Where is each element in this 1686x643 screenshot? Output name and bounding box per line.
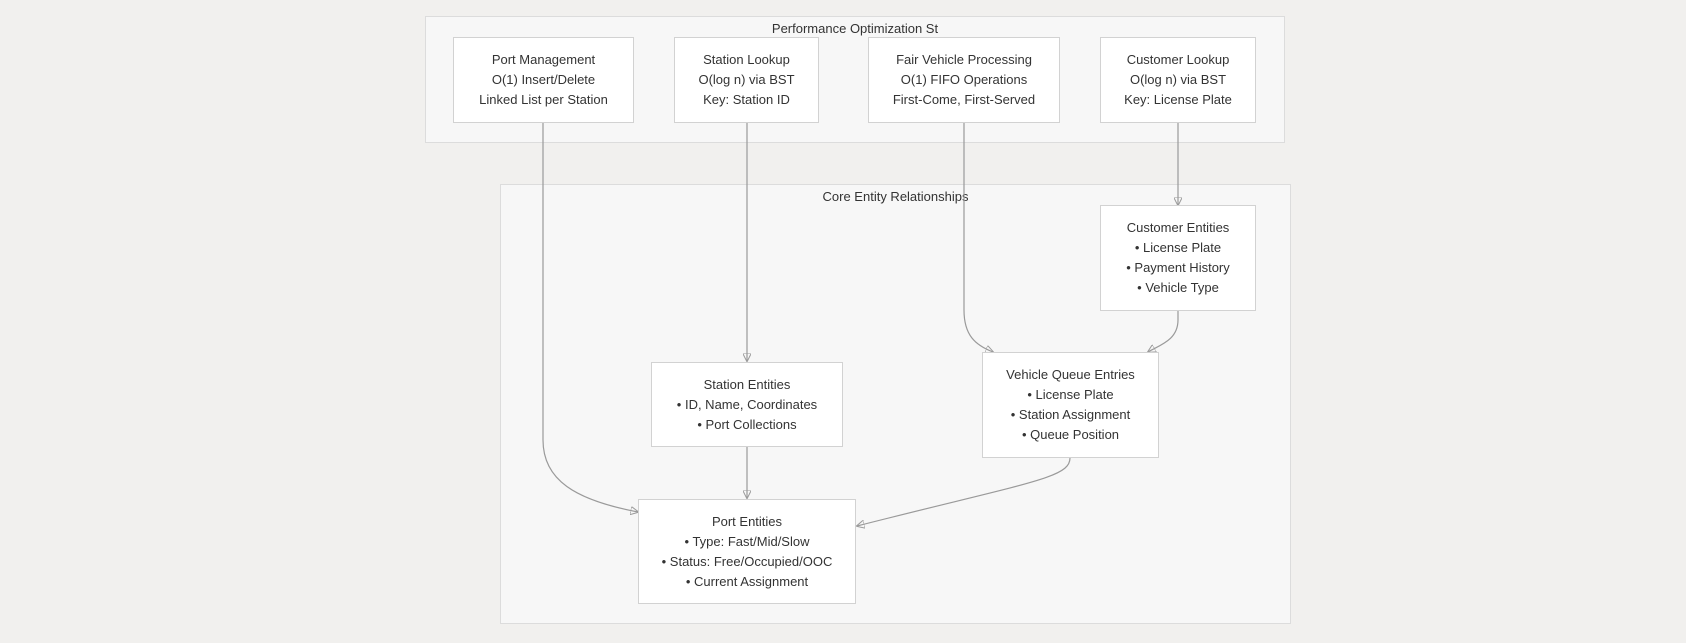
edge-fair-vehicle-to-vehicle-queue [963,123,993,352]
station-lookup-key: Key: Station ID [703,92,790,107]
port-entities-node: Port Entities • Type: Fast/Mid/Slow • St… [638,499,856,604]
station-lookup-title: Station Lookup [703,52,790,67]
edge-vehicle-queue-to-port-entities [857,457,1071,526]
station-entities-title: Station Entities [703,376,791,392]
customer-lookup-complexity: O(log n) via BST [1129,72,1227,87]
performance-cluster-title: Performance Optimization St [771,21,939,36]
station-lookup-complexity: O(log n) via BST [698,72,795,87]
port-management-complexity: O(1) Insert/Delete [491,72,596,87]
fair-vehicle-complexity: O(1) FIFO Operations [900,72,1028,87]
fair-vehicle-node: Fair Vehicle Processing O(1) FIFO Operat… [868,37,1060,123]
port-entities-field: • Status: Free/Occupied/OOC [661,553,833,569]
core-cluster-title: Core Entity Relationships [822,189,969,204]
fair-vehicle-title: Fair Vehicle Processing [896,52,1032,67]
edge-customer-entities-to-vehicle-queue [1148,311,1179,352]
station-entities-field: • Port Collections [697,416,797,432]
port-management-title: Port Management [491,52,596,67]
edge-port-management-to-port-entities [542,123,638,512]
port-entities-title: Port Entities [711,513,783,529]
vehicle-queue-title: Vehicle Queue Entries [1006,367,1135,382]
customer-entities-field: • Payment History [1126,260,1230,275]
customer-entities-field: • Vehicle Type [1137,280,1219,295]
port-entities-field: • Type: Fast/Mid/Slow [684,533,810,549]
customer-lookup-key: Key: License Plate [1124,92,1232,107]
port-management-structure: Linked List per Station [479,92,608,107]
port-entities-field: • Current Assignment [685,573,809,589]
station-entities-node: Station Entities • ID, Name, Coordinates… [651,362,843,447]
customer-entities-node: Customer Entities • License Plate • Paym… [1100,205,1256,311]
vehicle-queue-field: • License Plate [1027,387,1114,402]
customer-entities-field: • License Plate [1134,240,1222,255]
customer-lookup-title: Customer Lookup [1126,52,1230,67]
port-management-node: Port Management O(1) Insert/Delete Linke… [453,37,634,123]
vehicle-queue-field: • Queue Position [1021,427,1120,442]
vehicle-queue-field: • Station Assignment [1010,407,1131,422]
customer-entities-title: Customer Entities [1126,220,1230,235]
station-lookup-node: Station Lookup O(log n) via BST Key: Sta… [674,37,819,123]
vehicle-queue-node: Vehicle Queue Entries • License Plate • … [982,352,1159,458]
customer-lookup-node: Customer Lookup O(log n) via BST Key: Li… [1100,37,1256,123]
fair-vehicle-policy: First-Come, First-Served [892,92,1036,107]
station-entities-field: • ID, Name, Coordinates [676,396,818,412]
